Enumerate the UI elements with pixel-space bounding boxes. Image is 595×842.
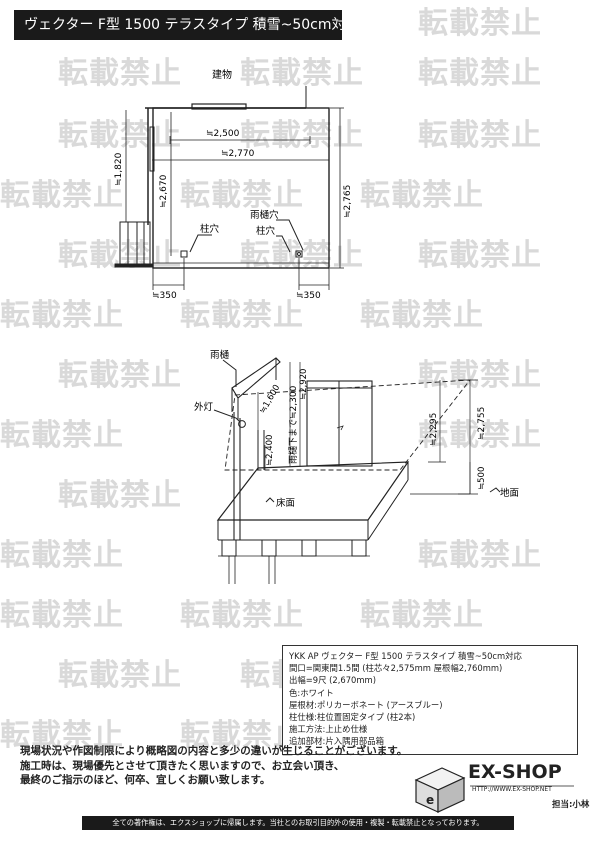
floor-label: 床面 <box>276 497 295 509</box>
post-hole-left-label: 柱穴 <box>200 223 220 235</box>
watermark-text: 転載禁止 <box>0 718 124 753</box>
dim-500: ≒500 <box>477 467 487 490</box>
offset-right-dim: ≒350 <box>296 291 321 301</box>
watermark-text: 転載禁止 <box>240 118 364 153</box>
spec-line: YKK AP ヴェクター F型 1500 テラスタイプ 積雪~50cm対応 <box>289 651 522 661</box>
notes: 現場状況や作図制限により概略図の内容と多少の違いが生じることがございます。 施工… <box>20 744 407 788</box>
note-line: 現場状況や作図制限により概略図の内容と多少の違いが生じることがございます。 <box>20 745 408 757</box>
watermark-text: 転載禁止 <box>360 298 484 333</box>
gutter-under-dim: 雨樋下まで≒2,300 <box>287 385 299 464</box>
watermark-text: 転載禁止 <box>418 358 542 393</box>
watermark-text: 転載禁止 <box>360 598 484 633</box>
watermark-text: 転載禁止 <box>418 538 542 573</box>
watermark-text: 転載禁止 <box>0 598 124 633</box>
watermark-text: 転載禁止 <box>58 56 182 91</box>
watermark-text: 転載禁止 <box>0 418 124 453</box>
elevation-view <box>213 357 501 584</box>
svg-text:e: e <box>426 793 434 807</box>
dim-2400: ≒2,400 <box>265 435 275 466</box>
watermark-text: 転載禁止 <box>360 178 484 213</box>
spec-line: 出幅=9尺 (2,670mm) <box>289 675 376 686</box>
watermark-text: 転載禁止 <box>58 658 182 693</box>
watermark-text: 転載禁止 <box>180 598 304 633</box>
watermark-text: 転載禁止 <box>0 298 124 333</box>
watermark-text: 転載禁止 <box>240 56 364 91</box>
spec-line: 間口=関東間1.5間 (柱芯々2,575mm 屋根幅2,760mm) <box>289 663 503 674</box>
spec-line: 柱仕様:柱位置固定タイプ (柱2本) <box>289 712 416 723</box>
dim-2755: ≒2,755 <box>477 407 487 440</box>
brand-url: HTTP://WWW.EX-SHOP.NET <box>472 786 552 793</box>
watermark-text: 転載禁止 <box>58 358 182 393</box>
dim-2920: ≒2,920 <box>299 369 309 400</box>
watermark-text: 転載禁止 <box>418 118 542 153</box>
dim-2295: ≒2,295 <box>429 413 439 446</box>
watermark-text: 転載禁止 <box>0 178 124 213</box>
watermark-text: 転載禁止 <box>180 178 304 213</box>
page-title: ヴェクター F型 1500 テラスタイプ 積雪~50cm対応 <box>14 10 360 40</box>
spec-line: 屋根材:ポリカーボネート (アースブルー) <box>289 699 443 710</box>
ground-label: 地面 <box>500 487 519 499</box>
watermark-text: 転載禁止 <box>58 478 182 513</box>
light-label: 外灯 <box>194 401 214 413</box>
gutter-hole-label: 雨樋穴 <box>250 209 279 221</box>
spec-line: 施工方法:上止め仕様 <box>289 724 368 735</box>
spec-line: 色:ホワイト <box>289 687 334 698</box>
depth-inner-dim: ≒2,670 <box>159 174 169 208</box>
watermark-text: 転載禁止 <box>418 418 542 453</box>
post-hole-right-label: 柱穴 <box>256 225 276 237</box>
spec-box: YKK AP ヴェクター F型 1500 テラスタイプ 積雪~50cm対応 間口… <box>282 645 578 755</box>
width-outer-dim: ≒2,770 <box>221 149 255 159</box>
watermark-text: 転載禁止 <box>418 6 542 41</box>
spec-line: 追加部材:片入隅用部品箱 <box>289 736 384 747</box>
plan-view <box>114 86 344 290</box>
offset-left-dim: ≒350 <box>152 291 177 301</box>
depth-outer-dim: ≒2,765 <box>343 185 353 218</box>
copyright-footer: 全ての著作権は、エクスショップに帰属します。当社とのお取引目的外の使用・複製・転… <box>82 816 514 830</box>
width-inner-dim: ≒2,500 <box>206 129 240 139</box>
dim-1600: ≒1,600 <box>258 383 282 415</box>
exshop-logo-icon: e <box>414 767 574 813</box>
watermark-text: 転載禁止 <box>418 238 542 273</box>
watermark-text: 転載禁止 <box>180 298 304 333</box>
brand-name: EX-SHOP <box>468 761 562 783</box>
gutter-label: 雨樋 <box>210 349 230 361</box>
note-line: 施工時は、現場優先とさせて頂きたく思いますので、お立会い頂き、 <box>20 759 345 772</box>
note-line: 最終のご指示のほど、何卒、宜しくお願い致します。 <box>20 774 271 786</box>
watermark-text: 転載禁止 <box>0 538 124 573</box>
person-in-charge: 担当:小林 <box>552 800 590 810</box>
depth-left-dim: ≒1,820 <box>114 152 124 186</box>
watermark-text: 転載禁止 <box>418 56 542 91</box>
watermark-text: 転載禁止 <box>58 118 182 153</box>
building-label: 建物 <box>212 68 232 81</box>
